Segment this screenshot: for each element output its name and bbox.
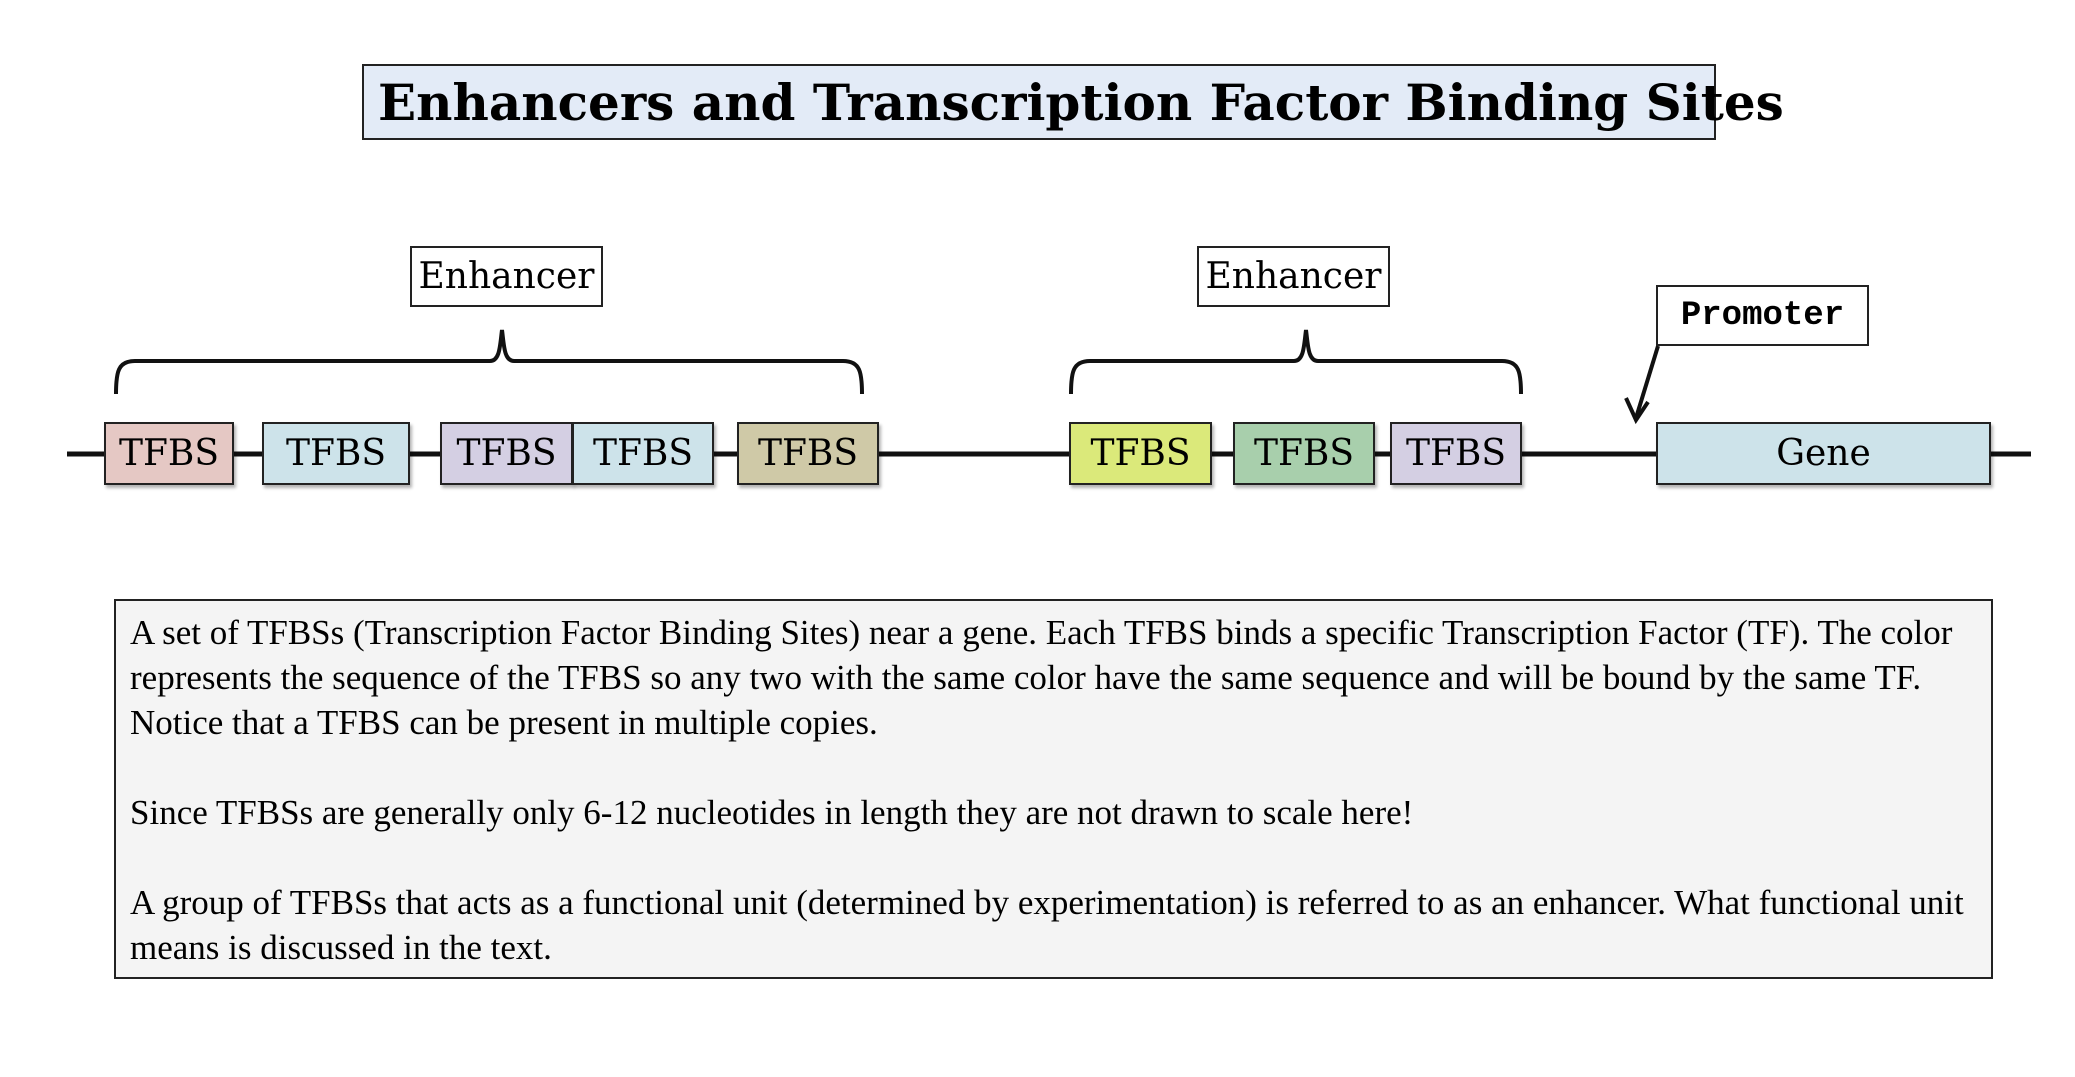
- promoter-arrowhead: [1624, 397, 1650, 425]
- tfbs-box: TFBS: [104, 422, 234, 485]
- gene-box: Gene: [1656, 422, 1991, 485]
- diagram-title: Enhancers and Transcription Factor Bindi…: [362, 64, 1784, 140]
- tfbs-box: TFBS: [572, 422, 714, 485]
- description-paragraph: Since TFBSs are generally only 6-12 nucl…: [130, 793, 1414, 832]
- enhancer-brace-1: [114, 329, 864, 395]
- tfbs-box: TFBS: [737, 422, 879, 485]
- tfbs-box: TFBS: [1069, 422, 1212, 485]
- description-box: A set of TFBSs (Transcription Factor Bin…: [114, 599, 1993, 979]
- promoter-arrow: [1634, 345, 1660, 419]
- tfbs-box: TFBS: [1233, 422, 1375, 485]
- tfbs-box: TFBS: [440, 422, 573, 485]
- tfbs-box: TFBS: [1390, 422, 1522, 485]
- enhancer-label-2: Enhancer: [1197, 246, 1390, 307]
- description-paragraph: A group of TFBSs that acts as a function…: [130, 883, 1964, 967]
- tfbs-box: TFBS: [262, 422, 410, 485]
- enhancer-label-1: Enhancer: [410, 246, 603, 307]
- enhancer-brace-2: [1069, 329, 1523, 395]
- description-paragraph: A set of TFBSs (Transcription Factor Bin…: [130, 613, 1953, 742]
- promoter-label: Promoter: [1656, 285, 1869, 346]
